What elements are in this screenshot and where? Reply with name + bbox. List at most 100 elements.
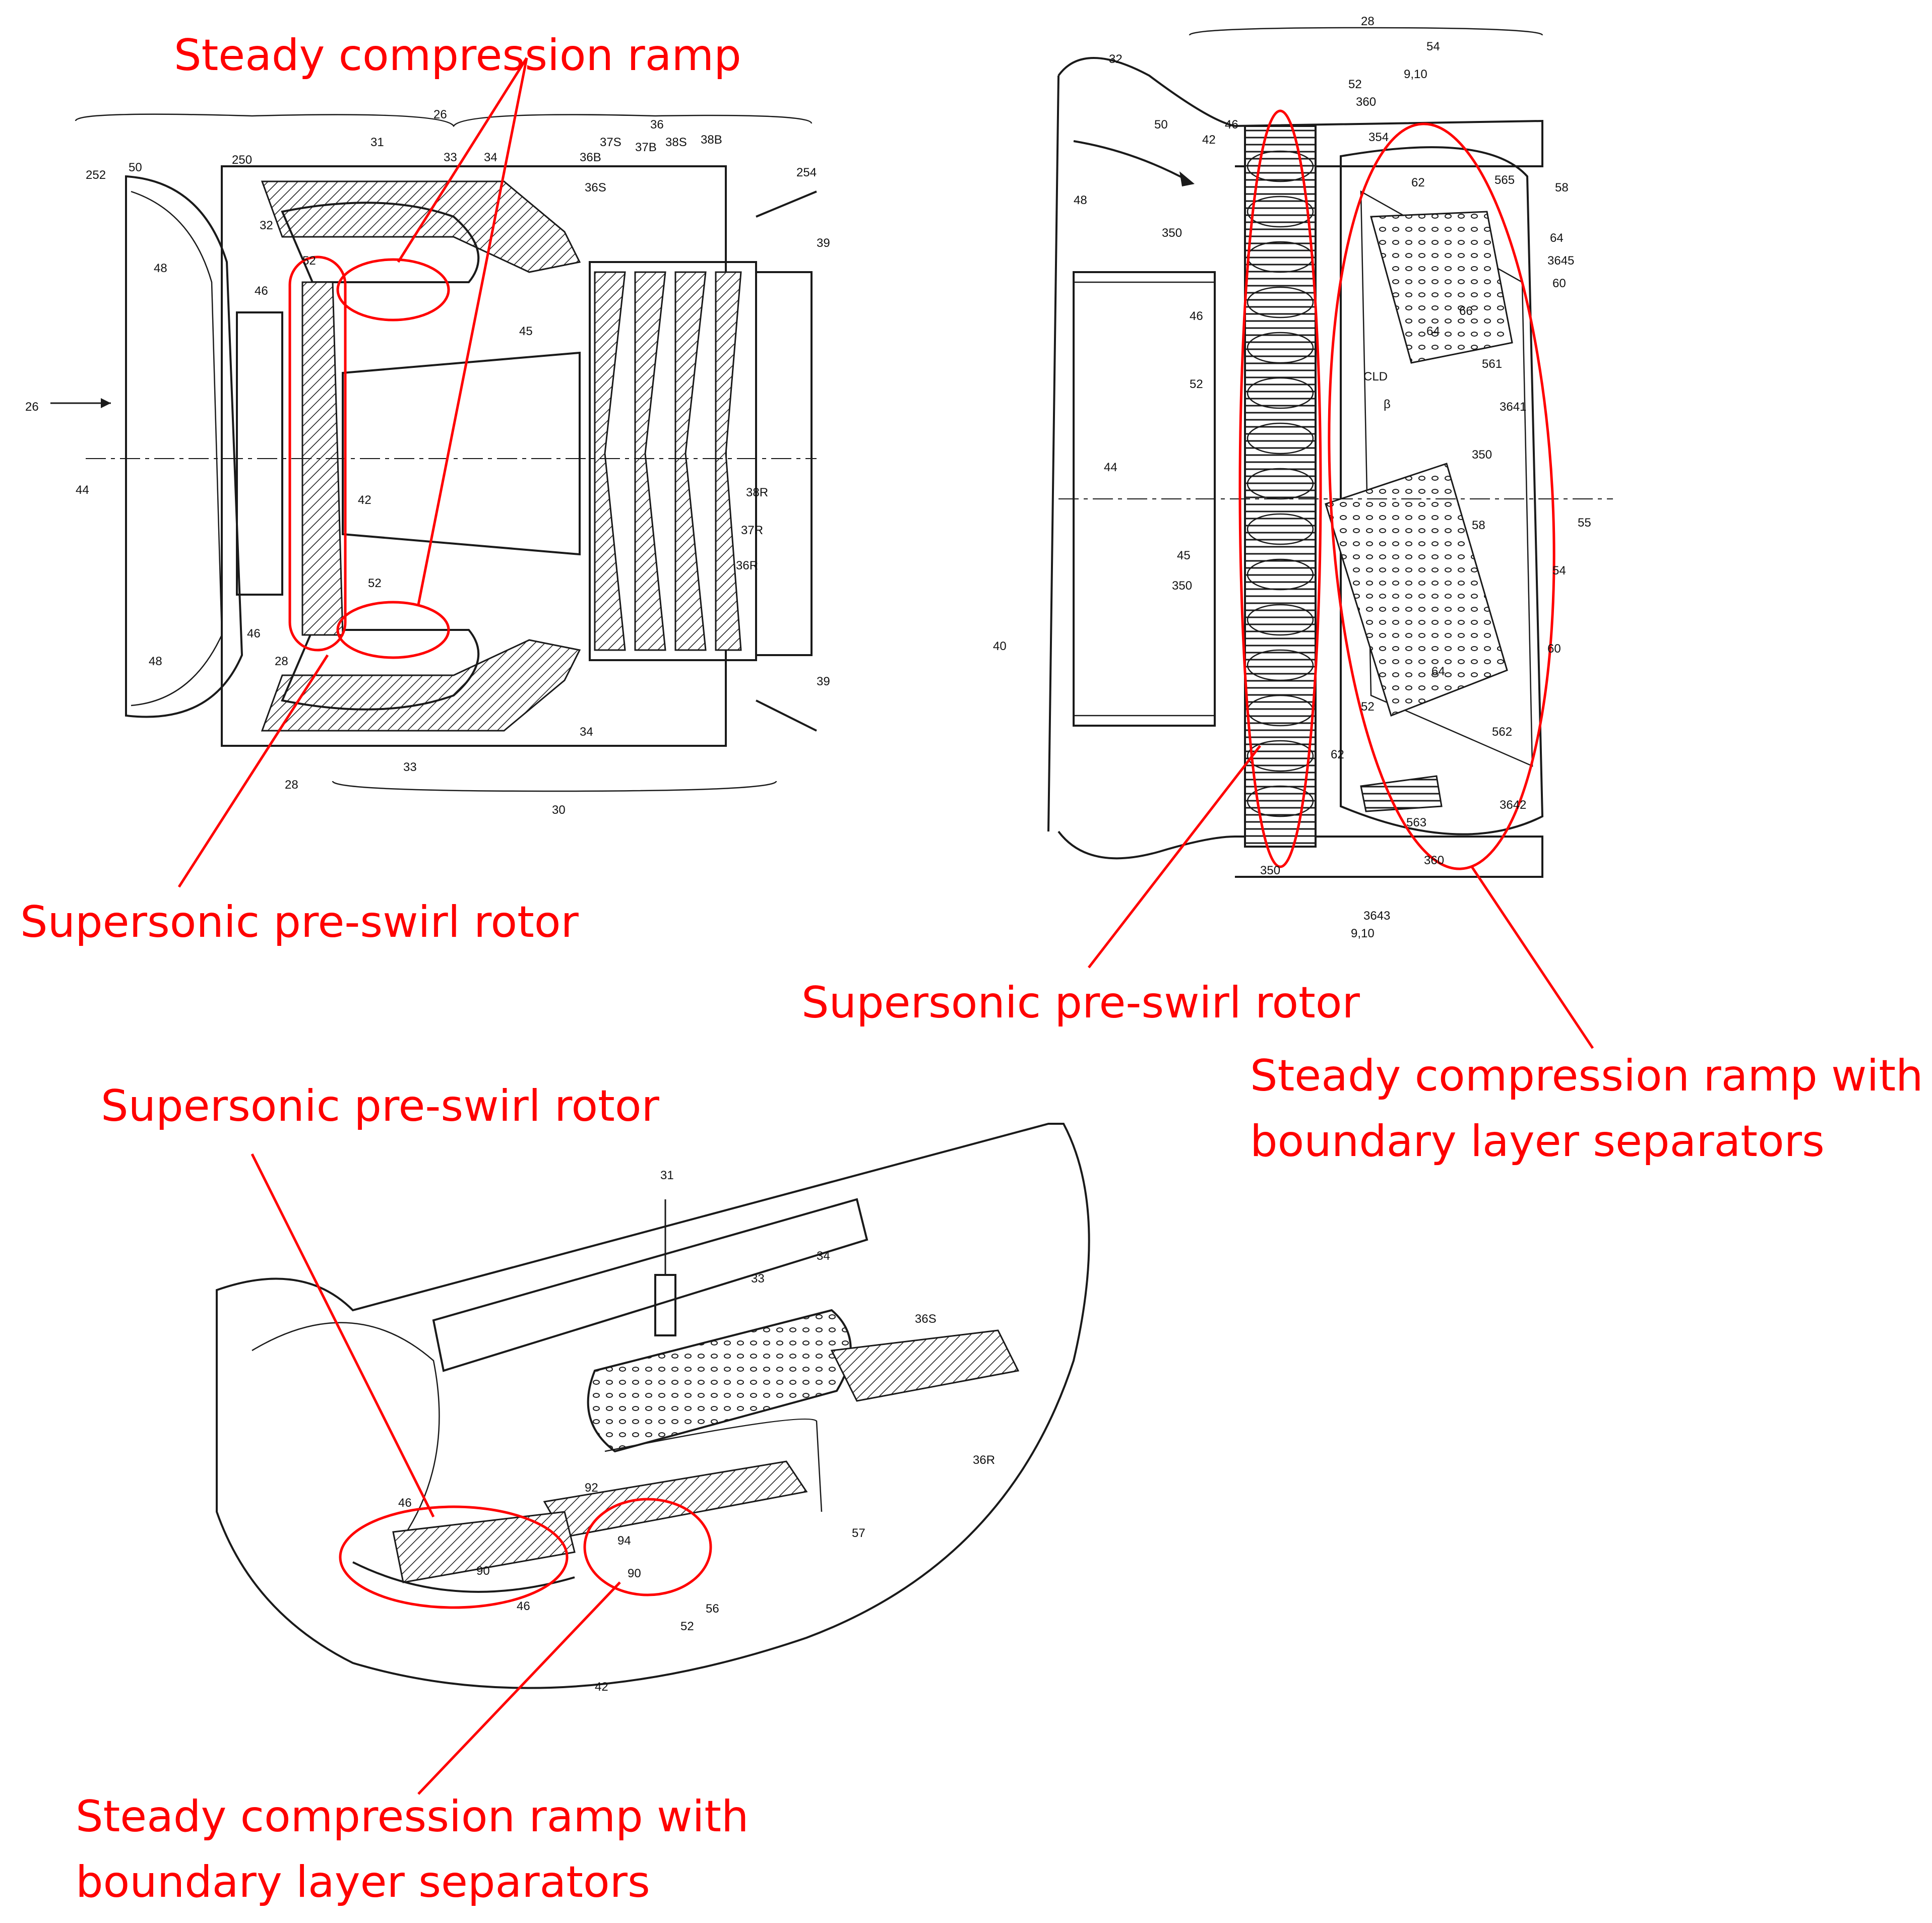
- label-left-44: 44: [76, 483, 89, 497]
- label-right-28: 28: [1361, 15, 1375, 28]
- label-bottom-34: 34: [817, 1249, 830, 1263]
- label-right-CLD: CLD: [1363, 370, 1388, 383]
- label-bottom-94: 94: [617, 1534, 631, 1548]
- label-right-350b: 350: [1472, 448, 1492, 462]
- label-right-50: 50: [1154, 118, 1168, 132]
- label-left-39b: 39: [817, 675, 830, 688]
- label-bottom-36S: 36S: [915, 1312, 937, 1326]
- label-right-64c: 64: [1431, 665, 1445, 678]
- label-left-42: 42: [358, 493, 371, 507]
- label-bottom-31: 31: [660, 1169, 674, 1182]
- callout-bottom-ramp-line2: boundary layer separators: [76, 1857, 650, 1907]
- label-left-33: 33: [444, 151, 457, 164]
- label-left-48: 48: [154, 262, 167, 275]
- figure-top-right: 28 54 32 52 9,10 360 46 42 354 50 48 350…: [993, 15, 1613, 1049]
- label-right-58b: 58: [1472, 519, 1485, 532]
- label-right-32: 32: [1109, 52, 1123, 66]
- label-right-60b: 60: [1547, 642, 1561, 656]
- label-right-563: 563: [1406, 816, 1426, 829]
- pre-swirl-rotor-stack: [1244, 125, 1317, 848]
- label-bottom-52: 52: [680, 1620, 694, 1633]
- label-right-64: 64: [1550, 231, 1564, 245]
- label-left-34: 34: [484, 151, 497, 164]
- figure-bottom: 31 34 33 36S 36R 92 46 94 90 90 46 57 56…: [216, 1123, 1090, 1795]
- label-bottom-90: 90: [476, 1564, 490, 1578]
- label-right-3641: 3641: [1500, 400, 1526, 414]
- label-left-34b: 34: [580, 725, 593, 739]
- rotor-blade-ellipses: [1247, 150, 1314, 817]
- label-left-38R: 38R: [746, 486, 768, 499]
- label-left-48b: 48: [149, 655, 162, 668]
- label-right-55: 55: [1578, 516, 1591, 530]
- label-left-38S: 38S: [665, 136, 687, 149]
- label-bottom-90b: 90: [628, 1567, 641, 1580]
- label-right-561: 561: [1482, 357, 1502, 371]
- label-right-354: 354: [1368, 131, 1389, 144]
- label-right-54: 54: [1426, 40, 1440, 53]
- label-left-46: 46: [255, 284, 268, 298]
- label-left-26b: 26: [25, 400, 39, 414]
- label-left-52b: 52: [368, 576, 382, 590]
- label-left-31: 31: [370, 136, 384, 149]
- callout-top-right-ramp-line2: boundary layer separators: [1250, 1116, 1825, 1167]
- label-right-9-10: 9,10: [1404, 68, 1427, 81]
- label-right-48: 48: [1074, 194, 1087, 207]
- label-right-9-10b: 9,10: [1351, 927, 1375, 940]
- label-left-37R: 37R: [741, 524, 763, 537]
- label-bottom-57: 57: [852, 1526, 865, 1540]
- label-bottom-46b: 46: [517, 1599, 530, 1613]
- label-left-28: 28: [275, 655, 288, 668]
- label-bottom-92: 92: [585, 1481, 598, 1495]
- label-right-44: 44: [1104, 461, 1117, 474]
- label-right-42: 42: [1202, 133, 1216, 147]
- label-right-360: 360: [1356, 95, 1376, 109]
- label-right-64b: 64: [1426, 325, 1440, 338]
- label-right-350d: 350: [1260, 864, 1280, 877]
- label-right-62b: 62: [1331, 748, 1344, 761]
- label-left-37B: 37B: [635, 141, 657, 154]
- label-right-562: 562: [1492, 725, 1512, 739]
- label-bottom-36R: 36R: [973, 1453, 995, 1467]
- callout-top-right-rotor: Supersonic pre-swirl rotor: [801, 978, 1360, 1028]
- callout-bottom-ramp-line1: Steady compression ramp with: [76, 1791, 749, 1842]
- label-left-36: 36: [650, 118, 664, 132]
- label-left-38B: 38B: [701, 133, 722, 147]
- label-right-46b: 46: [1190, 309, 1203, 323]
- label-left-50: 50: [129, 161, 142, 174]
- label-right-40: 40: [993, 639, 1007, 653]
- label-right-3642: 3642: [1500, 798, 1526, 812]
- label-left-52: 52: [302, 254, 316, 268]
- label-right-60: 60: [1552, 277, 1566, 290]
- label-left-39: 39: [817, 236, 830, 250]
- label-left-250: 250: [232, 153, 252, 167]
- label-right-beta: β: [1384, 398, 1391, 411]
- callout-top-right-ramp-line1: Steady compression ramp with: [1250, 1051, 1923, 1101]
- label-right-565: 565: [1494, 173, 1515, 187]
- label-right-62: 62: [1411, 176, 1425, 189]
- label-left-254: 254: [796, 166, 817, 179]
- label-bottom-42: 42: [595, 1680, 608, 1694]
- label-right-45: 45: [1177, 549, 1191, 562]
- label-bottom-46: 46: [398, 1496, 412, 1510]
- callout-bottom-rotor: Supersonic pre-swirl rotor: [101, 1081, 659, 1131]
- label-right-52c: 52: [1361, 700, 1375, 714]
- label-left-26: 26: [433, 108, 447, 121]
- label-left-37S: 37S: [600, 136, 621, 149]
- label-right-46: 46: [1225, 118, 1238, 132]
- callout-top-left-ramp: Steady compression ramp: [174, 30, 741, 81]
- label-right-350: 350: [1162, 226, 1182, 240]
- label-bottom-33: 33: [751, 1272, 765, 1286]
- label-right-350c: 350: [1172, 579, 1192, 593]
- figure-top-left: 26 31 33 34 36 37S 37B 38S 38B 36B 36S 2…: [25, 57, 830, 888]
- label-right-3643: 3643: [1363, 909, 1390, 923]
- label-left-33b: 33: [403, 760, 417, 774]
- label-bottom-56: 56: [706, 1602, 719, 1616]
- label-right-58: 58: [1555, 181, 1569, 195]
- label-right-360b: 360: [1424, 854, 1444, 867]
- label-left-252: 252: [86, 168, 106, 182]
- label-right-52b: 52: [1190, 377, 1203, 391]
- label-right-52: 52: [1348, 78, 1362, 91]
- label-left-46b: 46: [247, 627, 261, 640]
